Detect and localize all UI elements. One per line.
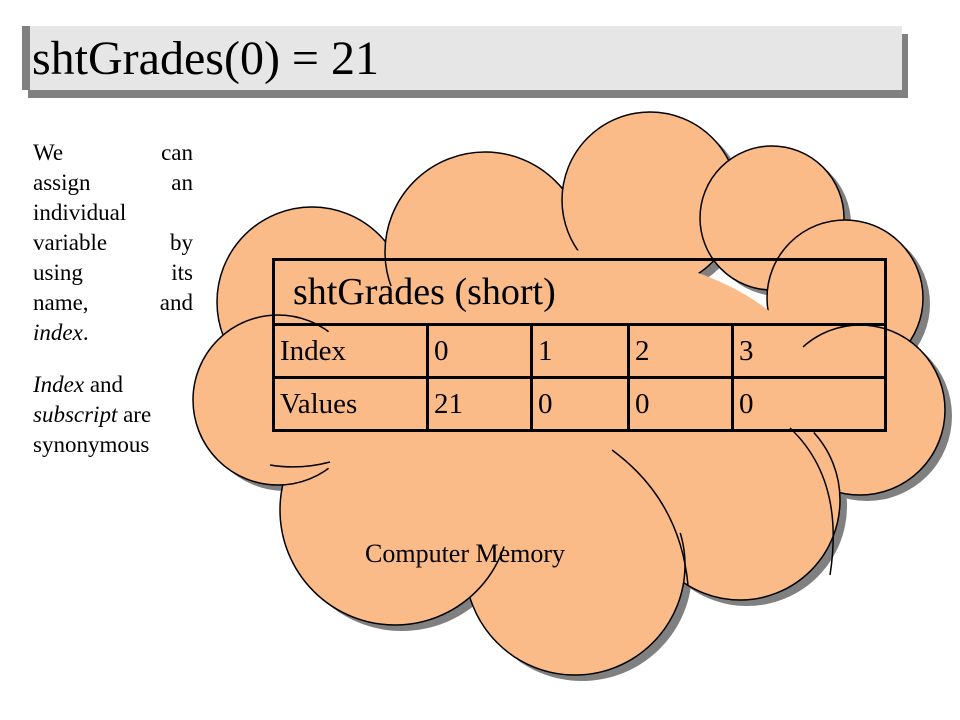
cloud-fold-lines: [269, 427, 834, 586]
description-line: index.: [33, 318, 193, 348]
emphasis-index: Index: [33, 372, 85, 397]
emphasis-index: index: [33, 320, 83, 345]
value-cell: 21: [426, 376, 533, 432]
array-table: shtGrades (short) Index 0 1 2 3 Values 2…: [272, 258, 887, 432]
index-cell: 3: [731, 323, 887, 379]
slide-title: shtGrades(0) = 21: [32, 32, 379, 85]
index-cell: 2: [627, 323, 734, 379]
description-line: Index and: [33, 370, 193, 400]
values-row: Values 21 0 0 0: [272, 376, 887, 432]
description-period: .: [82, 320, 89, 345]
description-text: We can assign an individual variable by …: [33, 138, 193, 460]
description-fragment: are: [117, 402, 152, 427]
values-label: Values: [272, 376, 429, 432]
description-fragment: and: [84, 372, 124, 397]
value-cell: 0: [530, 376, 630, 432]
value-cell: 0: [731, 376, 887, 432]
description-line: synonymous: [33, 432, 150, 457]
title-bar: [22, 26, 902, 90]
computer-memory-label: Computer Memory: [365, 539, 566, 568]
description-line: name, and: [33, 290, 193, 315]
index-row: Index 0 1 2 3: [272, 323, 887, 379]
description-line: subscript are: [33, 400, 193, 430]
array-header-row: shtGrades (short): [272, 258, 887, 326]
index-cell: 1: [530, 323, 630, 379]
description-line: assign an: [33, 170, 193, 195]
index-label: Index: [272, 323, 429, 379]
array-name-header: shtGrades (short): [272, 258, 887, 326]
description-line: using its: [33, 260, 193, 285]
value-cell: 0: [627, 376, 734, 432]
description-line: individual: [33, 200, 127, 225]
description-line: We can: [33, 140, 193, 165]
description-line: variable by: [33, 230, 193, 255]
emphasis-subscript: subscript: [33, 402, 118, 427]
index-cell: 0: [426, 323, 533, 379]
